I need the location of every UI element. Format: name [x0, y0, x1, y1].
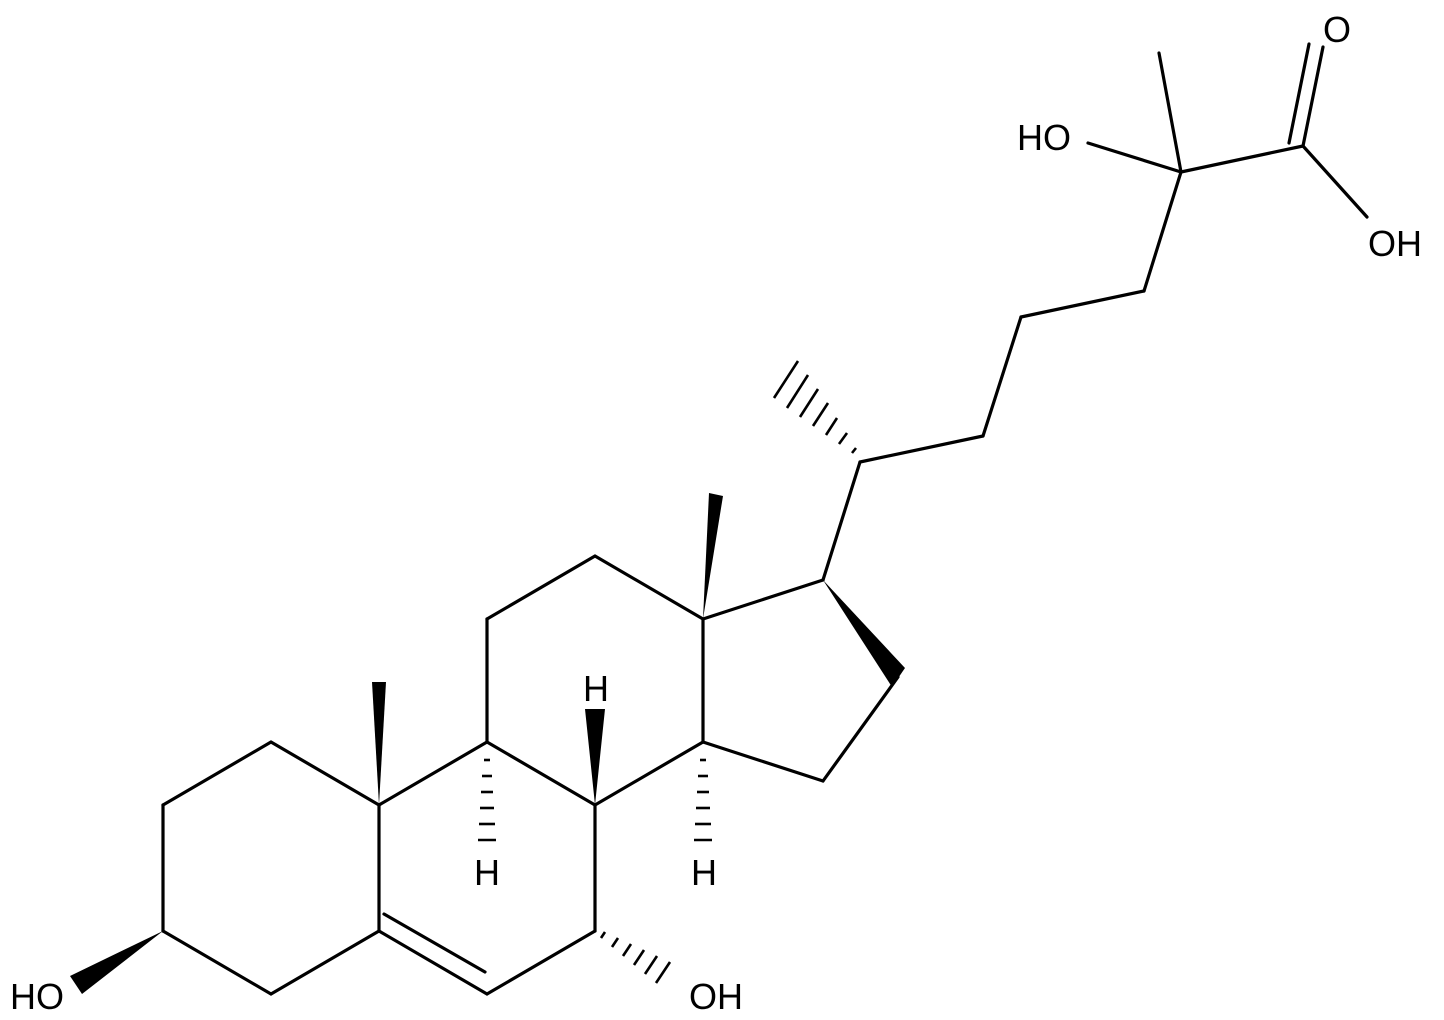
ring-b: [377, 740, 597, 996]
label-sidechain-hydroxyl: HO: [1017, 117, 1071, 158]
hash-c7-oh: [599, 931, 672, 984]
bond-c26-o-double-a: [1301, 45, 1325, 148]
bond-c8-c9: [485, 740, 597, 807]
bond-c16-c15: [821, 675, 900, 783]
bond-c17-c20: [821, 460, 862, 582]
ring-d: [701, 578, 900, 783]
bond-c9-c10: [377, 740, 489, 807]
bond-c5-c6-double: [382, 912, 487, 974]
hash-c9-h: [478, 758, 496, 842]
bond-c6-c7: [485, 929, 597, 996]
bond-c4-c5: [269, 929, 381, 996]
label-c14-hydrogen: H: [691, 852, 717, 893]
bond-c25-methyl: [1157, 51, 1183, 174]
label-c7-hydroxyl: OH: [689, 976, 743, 1017]
bond-c1-c2: [161, 740, 273, 807]
side-chain: [821, 42, 1369, 582]
bond-c11-c12: [485, 554, 597, 621]
bond-c26-oh: [1301, 144, 1369, 219]
wedge-c13-methyl: [703, 493, 723, 619]
bond-c22-c23: [981, 315, 1023, 438]
hashed-wedges: [478, 360, 858, 984]
bond-c26-o-double-b: [1287, 42, 1311, 145]
bond-c3-c4: [161, 929, 273, 996]
bond-c5-c6: [377, 929, 489, 996]
bond-c25-o: [1086, 141, 1183, 174]
label-c9-hydrogen: H: [474, 852, 500, 893]
wedge-c17-c16: [823, 580, 905, 687]
ring-c: [485, 554, 705, 807]
hash-c14-h: [694, 758, 712, 842]
atom-labels: HO O OH H H H HO OH: [10, 9, 1422, 1017]
wedge-c10-methyl: [372, 682, 386, 805]
bond-c20-c22: [858, 434, 985, 464]
wedges: [70, 493, 905, 994]
bond-c15-c14: [701, 740, 825, 783]
ring-a: [161, 740, 381, 996]
label-carbonyl-oxygen: O: [1323, 9, 1351, 50]
label-acid-hydroxyl: OH: [1368, 223, 1422, 264]
bond-c10-c1: [269, 740, 381, 807]
hash-c20-methyl: [772, 360, 858, 454]
label-c8-hydrogen: H: [583, 668, 609, 709]
bond-c25-c26: [1179, 144, 1305, 174]
bond-c12-c13: [593, 554, 705, 621]
label-c3-hydroxyl: HO: [10, 976, 64, 1017]
wedge-c8-h: [585, 709, 605, 805]
bond-c24-c25: [1142, 170, 1183, 293]
wedge-c3-oh: [70, 931, 163, 994]
bond-c13-c17: [701, 578, 825, 621]
bond-c23-c24: [1019, 289, 1146, 319]
bond-c14-c8: [593, 740, 705, 807]
